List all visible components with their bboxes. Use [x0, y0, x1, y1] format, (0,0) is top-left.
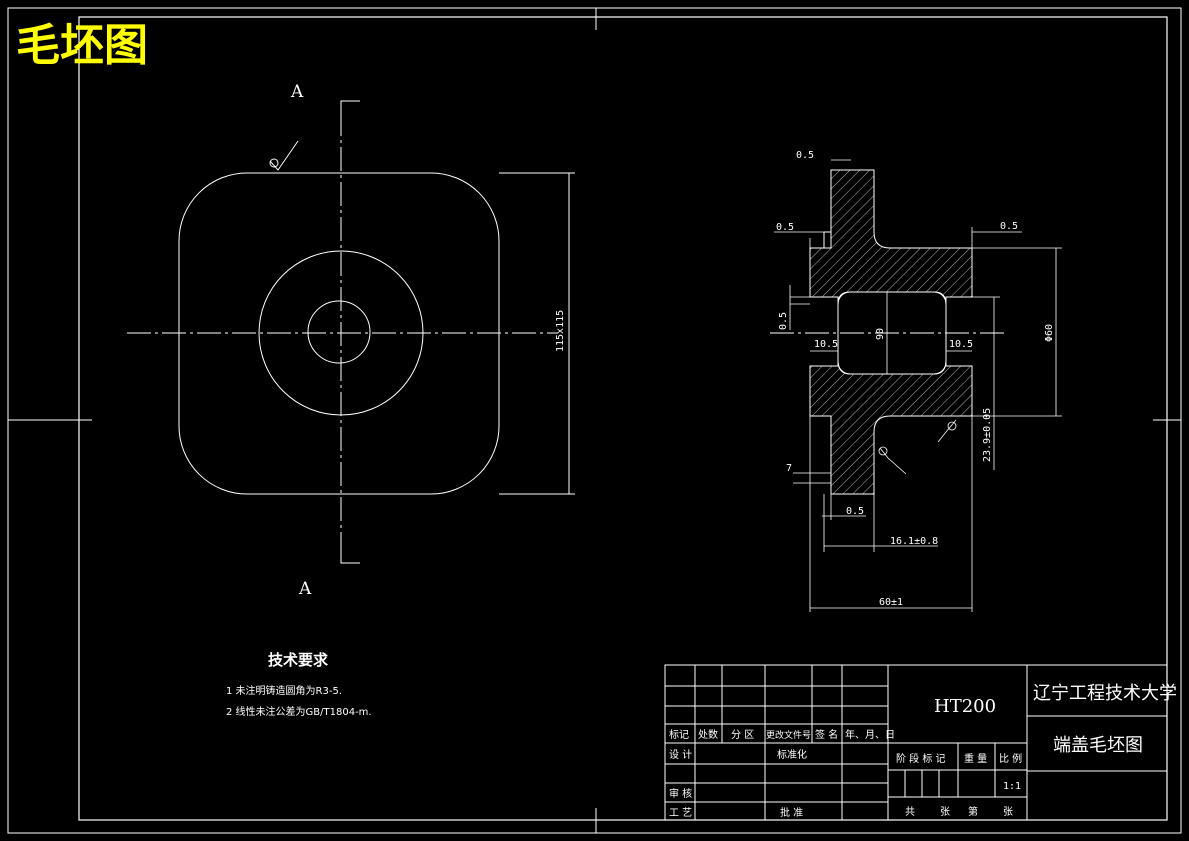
tb-material: HT200: [934, 696, 996, 717]
tb-process: 工 艺: [669, 807, 692, 819]
tb-header-count: 处数: [698, 728, 718, 741]
tb-scale-label: 比 例: [999, 752, 1022, 765]
drawing-title: 毛坯图: [16, 20, 148, 71]
section-label-bottom: A: [298, 579, 312, 599]
dim-bore: 90: [875, 328, 886, 340]
tb-header-zone: 分 区: [731, 729, 754, 741]
tb-header-doc: 更改文件号: [766, 729, 811, 741]
front-view: [127, 100, 575, 564]
tb-school: 辽宁工程技术大学: [1033, 683, 1177, 704]
dim-05-bottom: 0.5: [846, 506, 864, 517]
section-dimension-lines: [774, 159, 1062, 612]
dim-flange: 23.9±0.05: [982, 408, 993, 462]
section-hatch-top: [809, 169, 973, 305]
dim-05-vertical: 0.5: [778, 312, 789, 330]
title-block: [664, 664, 1168, 821]
dim-05-top: 0.5: [796, 150, 814, 161]
tb-review: 审 核: [669, 787, 692, 800]
tb-stage-mark: 阶 段 标 记: [896, 752, 946, 765]
dim-depth: 16.1±0.8: [890, 536, 938, 547]
tb-approve: 批 准: [780, 806, 803, 819]
bore-circle: [307, 300, 371, 364]
tb-sheet-unit: 张: [1003, 806, 1013, 818]
dim-square-size: 115x115: [555, 310, 566, 352]
section-view: [770, 169, 1004, 495]
tb-standardize: 标准化: [777, 748, 807, 761]
tb-header-sign: 签 名: [815, 728, 838, 741]
section-hatch-bottom: [809, 359, 973, 495]
tb-weight: 重 量: [964, 752, 987, 765]
tb-sheets-unit: 张: [940, 806, 950, 818]
dim-thickness-7: 7: [786, 463, 792, 474]
tb-drawing-name: 端盖毛坯图: [1053, 735, 1143, 756]
sheet-border: [7, 7, 1182, 834]
tech-req-item-2: 2 线性未注公差为GB/T1804-m.: [226, 705, 372, 718]
tb-design: 设 计: [669, 748, 692, 761]
tb-header-date: 年、月、日: [845, 728, 895, 741]
tb-header-mark: 标记: [669, 729, 689, 741]
tb-scale-value: 1:1: [1003, 781, 1021, 792]
dim-overall: 60±1: [879, 597, 903, 608]
tech-req-item-1: 1 未注明铸造圆角为R3-5.: [226, 684, 342, 697]
dim-05-right: 0.5: [1000, 221, 1018, 232]
dim-recess-right: 10.5: [949, 339, 973, 350]
tb-sheet-no: 第: [968, 805, 978, 818]
section-label-top: A: [290, 82, 304, 102]
tb-sheets-total: 共: [905, 806, 915, 818]
dim-recess-left: 10.5: [814, 339, 838, 350]
dim-05-left: 0.5: [776, 222, 794, 233]
dim-outer-dia: Φ60: [1044, 324, 1055, 342]
tech-req-heading: 技术要求: [268, 651, 329, 669]
